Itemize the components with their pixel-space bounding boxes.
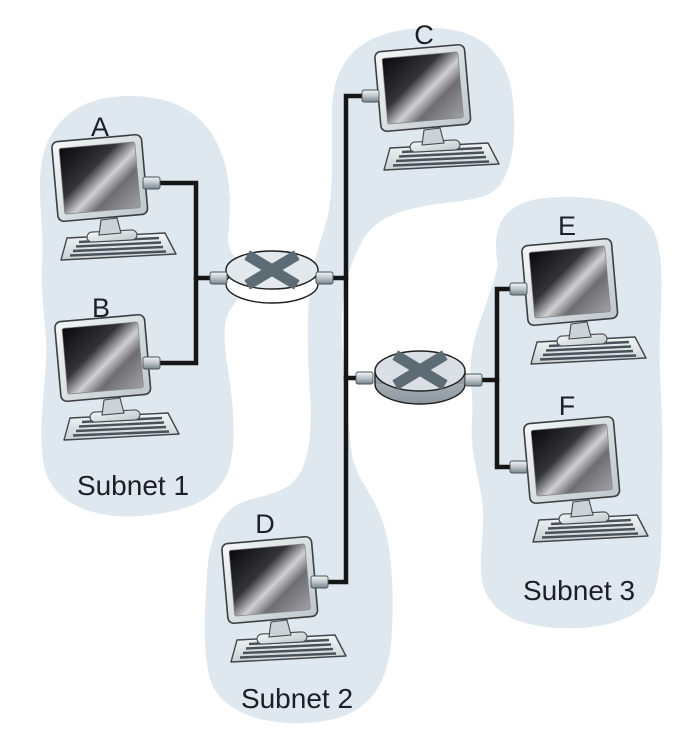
subnet-2-label: Subnet 2 [241, 683, 353, 714]
subnet-1-label: Subnet 1 [77, 470, 189, 501]
router-2-icon [374, 350, 466, 405]
port-router2-right [464, 373, 483, 387]
port-router1-right [315, 271, 334, 285]
port-host-c [361, 89, 380, 103]
host-e-label: E [558, 211, 576, 241]
host-d-label: D [255, 509, 275, 539]
port-host-d [310, 575, 329, 589]
host-b-label: B [92, 293, 110, 323]
host-a-label: A [91, 112, 109, 142]
host-c-label: C [414, 20, 434, 50]
port-router2-left [355, 371, 374, 385]
link-subnet3-bus [494, 286, 517, 470]
port-host-e [509, 282, 528, 296]
link-subnet1-bus [147, 180, 199, 366]
port-host-a [142, 176, 161, 190]
link-subnet2-bus [323, 93, 367, 585]
subnet-3-label: Subnet 3 [523, 575, 635, 606]
port-router1-left [209, 271, 228, 285]
router-1-icon [225, 250, 319, 304]
port-host-f [509, 460, 528, 474]
host-f-label: F [559, 391, 576, 421]
port-host-b [142, 356, 161, 370]
